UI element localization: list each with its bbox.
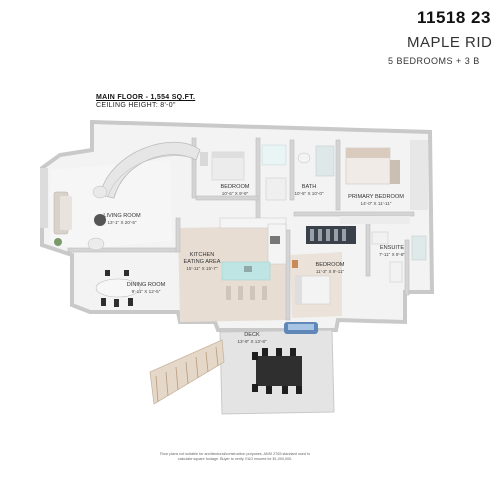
bedroom1-dims: 10'-6" X 9'-9" [222,191,249,196]
property-address: 11518 23 [417,8,491,27]
dining-table [95,270,141,307]
primary-bedroom-dims: 14'-0" X 11'-11" [361,201,392,206]
kitchen-label: KITCHEN [190,252,215,258]
dining-room-dims: 9'-11" X 12'-5" [132,289,161,294]
dining-room-label: DINING ROOM [127,282,166,288]
ceiling-height: CEILING HEIGHT: 8'-0" [96,102,176,109]
ensuite-fixtures [371,231,427,283]
living-room-furniture [40,168,108,251]
exterior-stairs [149,339,225,405]
kitchen-dims: 15'-11" X 15'-7" [186,266,218,271]
eating-area-label: EATING AREA [184,259,221,265]
primary-bedroom-label: PRIMARY BEDROOM [348,194,404,200]
ensuite-dims: 7'-11" X 9'-8" [379,252,405,257]
deck-label: DECK [244,332,260,338]
property-city: MAPLE RID [407,34,492,51]
bedroom1-furniture [200,151,245,181]
bath-fixtures [261,144,335,201]
bath-label: BATH [302,184,317,190]
floor-title: MAIN FLOOR - 1,554 SQ.FT. [96,94,196,101]
bedroom2-dims: 11'-3" X 9'-11" [316,269,345,274]
closet-shelving [306,226,356,244]
disclaimer-line-1: Floor plans not suitable for architectur… [159,452,311,456]
bath-dims: 10'-6" X 10'-0" [294,191,323,196]
deck [219,322,335,415]
kitchen-cabinets [219,217,287,300]
disclaimer-line-2: calculate square footage. Buyer to verif… [177,457,293,461]
disclaimer: Floor plans not suitable for architectur… [130,452,340,462]
ensuite-label: ENSUITE [380,245,405,251]
spiral-staircase [99,141,201,199]
interior-walls [67,137,415,321]
living-room-label: LIVING ROOM [103,213,141,219]
primary-bedroom-furniture [340,140,428,224]
bedroom2-furniture [292,260,331,305]
bedroom2-label: BEDROOM [316,262,345,268]
deck-dims: 13'-9" X 13'-8" [237,339,266,344]
room-labels: LIVING ROOM 13'-1" X 20'-5" DINING ROOM … [103,184,405,344]
property-summary: 5 BEDROOMS + 3 B [388,56,480,66]
floor-plan: LIVING ROOM 13'-1" X 20'-5" DINING ROOM … [40,119,435,415]
living-room-dims: 13'-1" X 20'-5" [107,220,136,225]
bedroom1-label: BEDROOM [221,184,250,190]
